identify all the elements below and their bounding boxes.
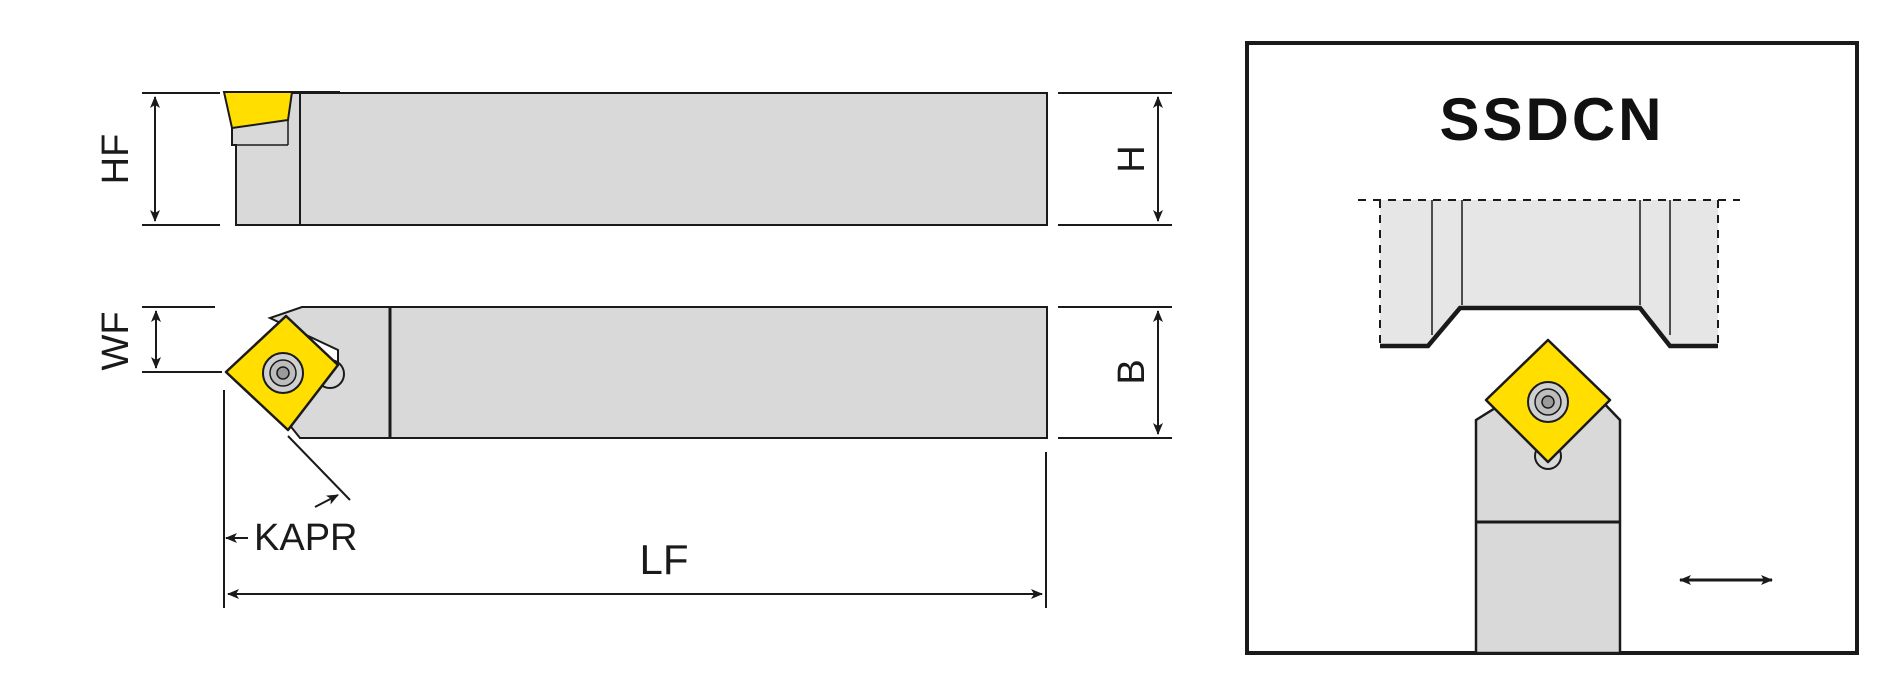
h-label: H xyxy=(1111,145,1153,172)
hf-label: HF xyxy=(95,134,137,185)
workpiece xyxy=(1358,199,1740,349)
kapr-label: KAPR xyxy=(254,517,357,559)
machined-profile xyxy=(1380,305,1718,349)
lf-label: LF xyxy=(639,536,688,583)
wf-label: WF xyxy=(95,311,137,370)
detail-panel: SSDCN xyxy=(1245,41,1859,655)
side-view-insert xyxy=(222,91,294,130)
detail-panel-title: SSDCN xyxy=(1439,86,1664,153)
screw-icon xyxy=(262,352,304,394)
workpiece-body xyxy=(1380,200,1718,345)
side-view-shank xyxy=(299,92,1048,226)
kapr-reference-line xyxy=(287,435,351,501)
top-view-shank xyxy=(389,306,1048,439)
side-view: HF H xyxy=(95,91,1172,226)
b-label: B xyxy=(1111,359,1153,384)
screw-icon xyxy=(1527,381,1569,423)
top-view: WF B KAPR LF xyxy=(95,306,1172,608)
